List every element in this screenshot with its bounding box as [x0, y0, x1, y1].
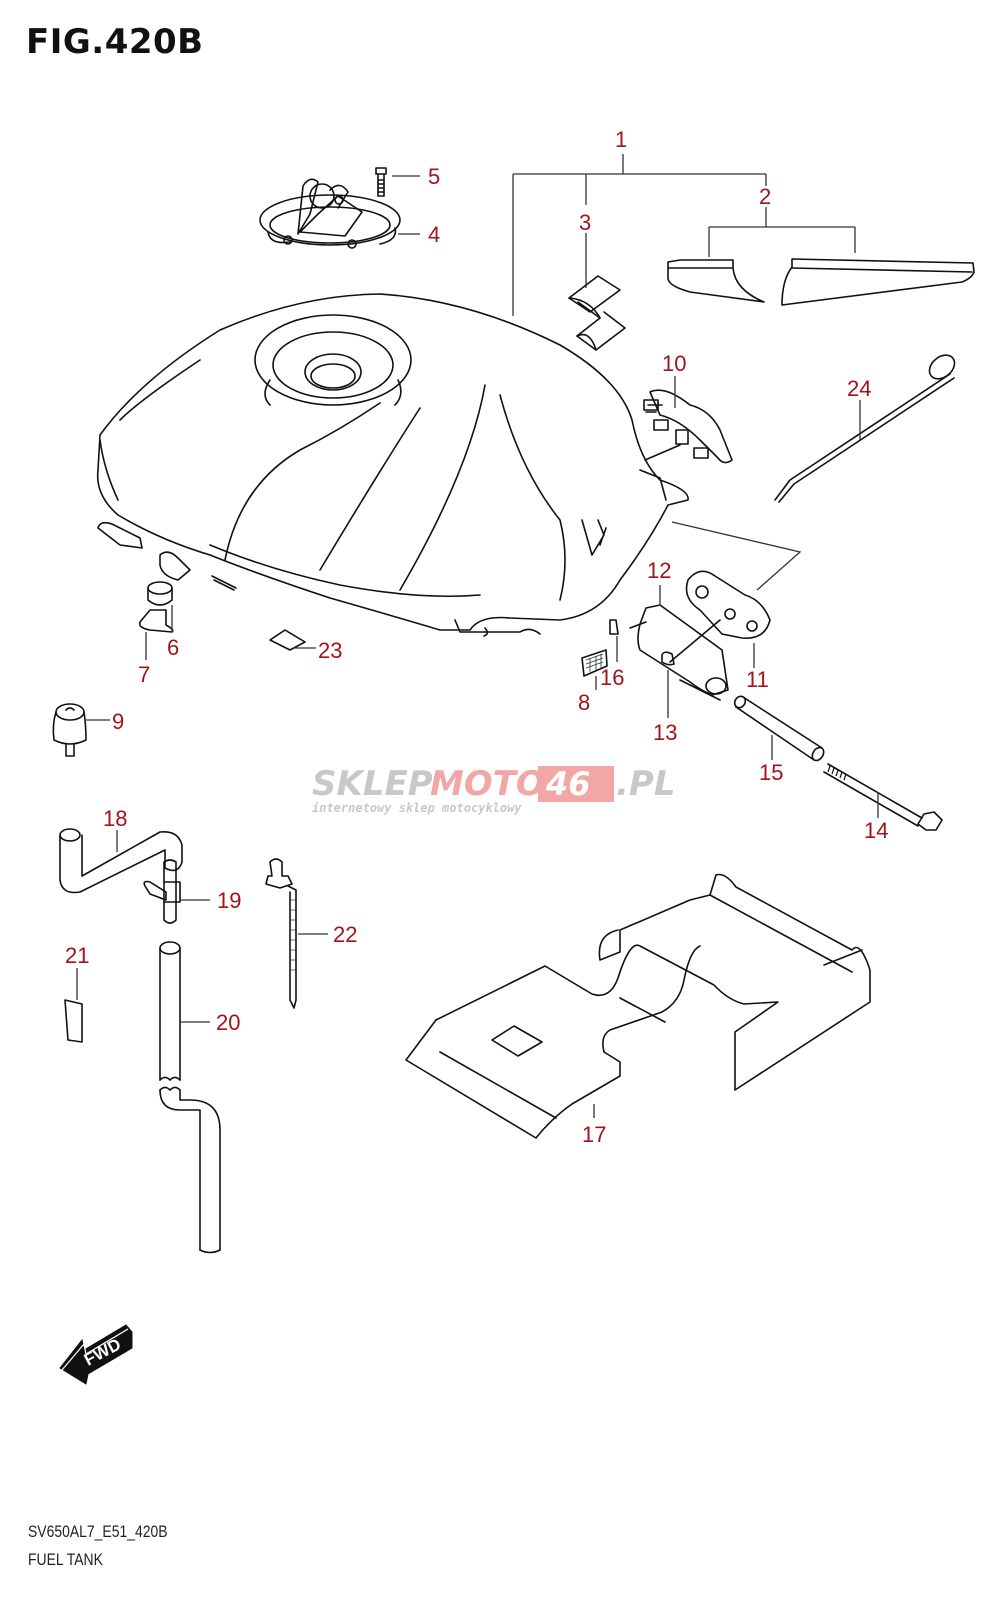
hinge-part [609, 570, 771, 701]
callout-7[interactable]: 7 [138, 662, 150, 687]
lower-hose-part [159, 941, 221, 1254]
callout-17[interactable]: 17 [582, 1122, 606, 1147]
callout-labels: 1 2 3 4 5 6 7 8 9 10 11 12 13 14 15 16 1… [65, 127, 888, 1147]
callout-4[interactable]: 4 [428, 222, 440, 247]
prop-rod-part [774, 354, 956, 503]
callout-6[interactable]: 6 [167, 635, 179, 660]
callout-1[interactable]: 1 [615, 127, 627, 152]
watermark-brand-number: 46 [545, 765, 591, 803]
watermark-brand-pink: MOTO [430, 764, 545, 804]
mesh-cushion-part [581, 649, 608, 677]
side-emblem-part [667, 258, 975, 306]
callout-2[interactable]: 2 [759, 184, 771, 209]
spacer-tube-part [733, 695, 825, 762]
watermark-tagline: internetowy sklep motocyklowy [312, 801, 522, 815]
callout-20[interactable]: 20 [216, 1010, 240, 1035]
callout-13[interactable]: 13 [653, 720, 677, 745]
leaders-11-12-13-16 [616, 585, 755, 718]
assembly-bracket [512, 154, 856, 316]
callout-14[interactable]: 14 [864, 818, 888, 843]
watermark-brand-gray: SKLEP [312, 764, 433, 804]
caution-label-part [64, 999, 83, 1043]
rear-bracket-part [643, 389, 733, 464]
model-code: SV650AL7_E51_420B [28, 1522, 168, 1541]
callout-22[interactable]: 22 [333, 922, 357, 947]
leaders-4-5 [392, 175, 420, 235]
cable-tie-part [265, 858, 297, 1009]
callout-18[interactable]: 18 [103, 806, 127, 831]
hinge-bolt-part [823, 763, 943, 831]
callout-3[interactable]: 3 [579, 210, 591, 235]
heat-shield-part [405, 873, 871, 1139]
callout-24[interactable]: 24 [847, 376, 871, 401]
watermark-number-box [538, 766, 614, 802]
callout-21[interactable]: 21 [65, 943, 89, 968]
rubber-cap-part [52, 703, 87, 757]
callout-16[interactable]: 16 [600, 665, 624, 690]
hinge-reference-line [671, 521, 802, 591]
callout-5[interactable]: 5 [428, 164, 440, 189]
pad-part [269, 629, 306, 651]
callout-19[interactable]: 19 [217, 888, 241, 913]
callout-15[interactable]: 15 [759, 760, 783, 785]
fuel-tank-part [96, 293, 689, 637]
callout-12[interactable]: 12 [647, 558, 671, 583]
watermark-brand-suffix: .PL [616, 764, 676, 804]
callout-8[interactable]: 8 [578, 690, 590, 715]
three-way-joint-part [143, 859, 181, 924]
leaders-6-7 [145, 605, 173, 660]
watermark: SKLEP MOTO 46 .PL internetowy sklep moto… [312, 764, 676, 815]
fuel-cap-part [259, 167, 401, 249]
figure-title: FIG.420B [26, 22, 204, 62]
callout-9[interactable]: 9 [112, 709, 124, 734]
forward-arrow-icon: FWD [59, 1324, 133, 1385]
section-name: FUEL TANK [28, 1550, 103, 1569]
callout-10[interactable]: 10 [662, 351, 686, 376]
cushion-part [138, 581, 174, 633]
callout-23[interactable]: 23 [318, 638, 342, 663]
suzuki-emblem-part [568, 275, 626, 351]
callout-11[interactable]: 11 [746, 667, 769, 692]
